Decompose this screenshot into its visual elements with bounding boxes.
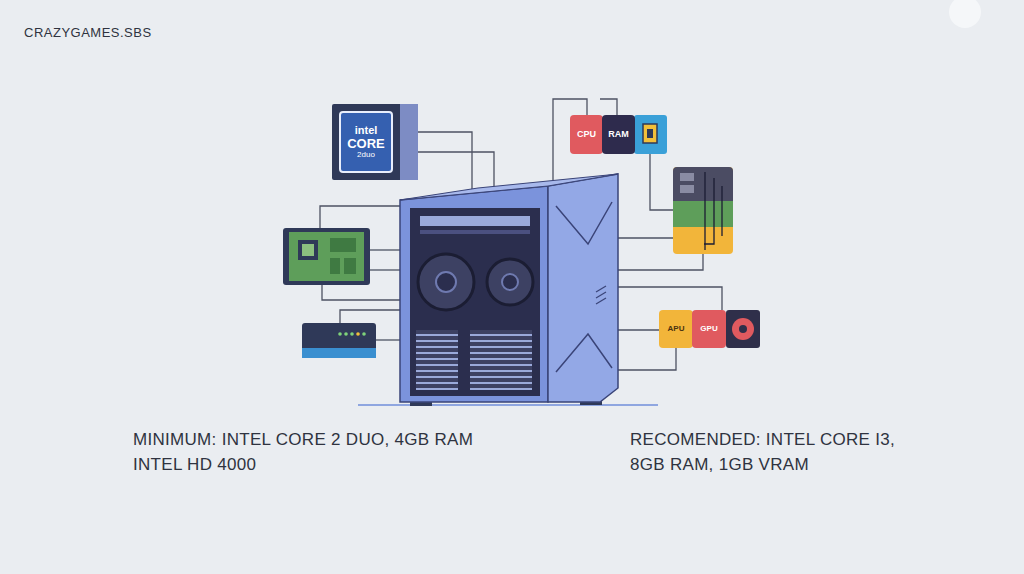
motherboard-icon: [283, 228, 370, 285]
motherboard-icon: [302, 244, 314, 256]
wire: [618, 254, 703, 270]
storage-stack-icon: [680, 173, 694, 181]
recommended-specs: RECOMENDED: INTEL CORE I3, 8GB RAM, 1GB …: [630, 428, 900, 477]
pc-case: [420, 230, 530, 234]
cpu-logo: intelCORE2duo: [339, 111, 393, 173]
storage-stack-icon: [673, 167, 733, 201]
wire: [418, 132, 472, 191]
wire: [618, 237, 673, 238]
network-device-icon: [350, 332, 354, 336]
apu-chip: APU: [659, 310, 693, 348]
network-device-icon: [302, 323, 376, 358]
ram-chip: RAM: [602, 115, 635, 154]
wire: [340, 310, 400, 323]
gpu-card-icon: [647, 129, 653, 138]
gpu-card-icon: [634, 115, 667, 154]
wire: [322, 285, 400, 300]
pc-case: [548, 174, 618, 402]
motherboard-icon: [289, 232, 364, 281]
pc-case: [556, 334, 612, 372]
chip-label: intel: [355, 124, 378, 136]
wire: [320, 206, 400, 228]
motherboard-icon: [344, 258, 356, 274]
wire: [618, 329, 659, 330]
chip-label: RAM: [608, 130, 629, 140]
pc-case: [420, 216, 530, 226]
gpu-card-icon: [634, 115, 667, 154]
gpu-chip: GPU: [692, 310, 726, 348]
wire: [618, 348, 676, 370]
minimum-specs: MINIMUM: INTEL CORE 2 DUO, 4GB RAM INTEL…: [133, 428, 478, 477]
pc-case: [502, 274, 518, 290]
pc-case: [596, 286, 606, 304]
storage-stack-icon: [721, 186, 722, 236]
storage-stack-icon: [680, 185, 694, 193]
storage-stack-icon: [673, 201, 733, 227]
motherboard-icon: [330, 238, 356, 252]
storage-stack-icon: [704, 172, 722, 250]
network-device-icon: [338, 332, 342, 336]
chip-label: APU: [668, 325, 685, 334]
storage-stack-icon: [704, 172, 705, 250]
storage-stack-icon: [673, 167, 733, 254]
wire: [370, 249, 400, 250]
chip-label: CPU: [577, 130, 596, 140]
chip-frame: [332, 104, 418, 180]
network-device-icon: [302, 323, 376, 358]
pc-case: [410, 208, 540, 396]
pc-case: [596, 292, 606, 298]
storage-stack-icon: [673, 167, 733, 254]
wire: [370, 269, 400, 270]
motherboard-icon: [283, 228, 370, 285]
pc-case: [596, 286, 606, 292]
watermark: CRAZYGAMES.SBS: [24, 24, 152, 43]
motherboard-icon: [330, 258, 340, 274]
chip-label: GPU: [700, 325, 717, 334]
wire: [600, 99, 617, 115]
disc-icon: [739, 325, 747, 333]
wire: [418, 152, 494, 189]
pc-case: [556, 202, 612, 244]
network-device-icon: [356, 332, 360, 336]
network-device-icon: [362, 332, 366, 336]
pc-case: [358, 404, 658, 406]
network-device-icon: [344, 332, 348, 336]
pc-case: [418, 254, 474, 310]
wire: [650, 154, 673, 210]
motherboard-icon: [298, 240, 318, 260]
wire: [618, 287, 722, 310]
pc-case: [470, 330, 532, 390]
pc-case: [400, 186, 548, 402]
pc-case: [487, 259, 533, 305]
gpu-card-icon: [643, 124, 657, 143]
pc-case: [436, 272, 456, 292]
network-device-icon: [302, 348, 376, 358]
storage-stack-icon: [704, 178, 714, 244]
cpu-chip: CPU: [570, 115, 603, 154]
pc-case: [358, 174, 658, 406]
disc-icon: [732, 318, 754, 340]
pc-case: [400, 174, 618, 200]
pc-case: [416, 330, 458, 390]
disc-icon: [726, 310, 760, 348]
corner-glow: [949, 0, 981, 28]
chip-frame: [400, 104, 418, 180]
chip-label: CORE: [347, 137, 385, 151]
disc-icon: [726, 310, 760, 348]
storage-stack-icon: [673, 195, 733, 201]
wire: [376, 339, 400, 340]
pc-case: [596, 298, 606, 304]
chip-frame: [332, 104, 418, 180]
chip-label: 2duo: [357, 151, 375, 160]
